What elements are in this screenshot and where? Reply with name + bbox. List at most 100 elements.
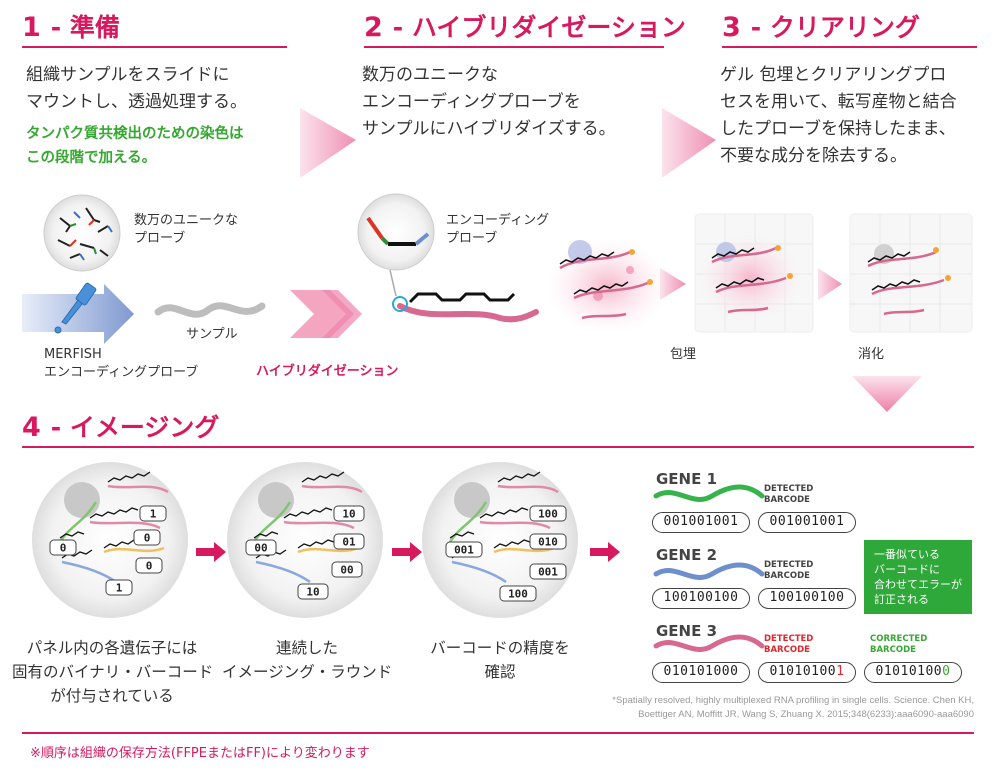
panel1-tag-b: 0 — [60, 542, 67, 555]
step2-line1: 数万のユニークな — [362, 65, 498, 85]
step1-line1: 組織サンプルをスライドに — [26, 65, 230, 85]
citation-line2: Boettiger AN, Moffitt JR, Wang S, Zhuang… — [638, 709, 974, 720]
gene3-measured-barcode: 010101000 — [652, 662, 750, 683]
panel3-tag-c: 001 — [454, 544, 474, 557]
gene2-detected-barcode: 100100100 — [758, 588, 856, 609]
step3-heading: - クリアリング — [750, 13, 920, 42]
step4-rule — [22, 446, 974, 448]
correction-note-line4: 訂正される — [874, 593, 929, 606]
gel-tissue — [546, 238, 670, 334]
gene1-wave — [653, 484, 765, 502]
citation: *Spatially resolved, highly multiplexed … — [612, 694, 974, 722]
sample-wave — [154, 302, 266, 318]
row1-illustrations — [22, 193, 973, 412]
panel1-tag-c: 0 — [144, 532, 151, 545]
label-embed: 包埋 — [670, 347, 697, 362]
gene3-detected-barcode: 010101001 — [758, 662, 856, 683]
label-encoding-line2: プローブ — [446, 231, 498, 246]
correction-note: 一番似ている バーコードに 合わせてエラーが 訂正される — [864, 540, 972, 614]
digest-box — [849, 213, 973, 333]
label-encoding-line1: エンコーディング — [446, 213, 550, 228]
step1-rule — [22, 46, 287, 48]
step4-number: 4 — [22, 412, 41, 443]
footer-rule — [22, 732, 974, 734]
correction-note-line2: バーコードに — [874, 563, 940, 576]
step2-title: 2- ハイブリダイゼーション — [364, 8, 686, 44]
step4-heading: - イメージング — [50, 413, 220, 442]
caption-panel2-line2: イメージング・ラウンド — [222, 663, 393, 681]
caption-panel3-line2: 確認 — [484, 663, 516, 681]
chevron-digest — [818, 268, 842, 300]
gene1-detected-barcode: 001001001 — [758, 512, 856, 533]
label-merfish-line2: エンコーディングプローブ — [44, 365, 199, 380]
panel1-tags: 1 0 0 0 1 — [49, 505, 167, 596]
step2-text: 数万のユニークな エンコーディングプローブを サンプルにハイブリダイズする。 — [362, 62, 616, 143]
imaging-circle-1 — [32, 462, 188, 618]
gene1-detected-label-line2: BARCODE — [764, 495, 810, 505]
caption-panel1-line3: が付与されている — [50, 687, 174, 705]
step3-title: 3 - クリアリング — [722, 8, 920, 44]
embed-box — [694, 213, 814, 333]
step1-text: 組織サンプルをスライドに マウントし、透過処理する。 — [26, 62, 247, 116]
step4-title: 4 - イメージング — [22, 408, 219, 444]
merfish-arrow — [22, 284, 134, 344]
gene3-corrected-barcode: 010101000 — [864, 662, 962, 683]
gene3-corrected-bit: 0 — [942, 664, 951, 679]
step1-line2: マウントし、透過処理する。 — [26, 92, 247, 112]
label-probes: 数万のユニークな プローブ — [134, 212, 238, 248]
caption-panel3-line1: バーコードの精度を — [430, 639, 570, 657]
footnote: ※順序は組織の保存方法(FFPEまたはFF)により変わります — [30, 746, 370, 761]
gene3-corrected-prefix: 01010100 — [875, 664, 943, 679]
caption-panel3: バーコードの精度を 確認 — [420, 636, 580, 684]
panel1-tag-e: 1 — [116, 582, 123, 595]
gene2-title: GENE 2 — [656, 546, 718, 564]
step3-line2: セスを用いて、転写産物と結合 — [720, 92, 957, 112]
step3-line4: 不要な成分を除去する。 — [720, 146, 907, 166]
panel2-tag-c: 00 — [254, 542, 267, 555]
citation-line1: *Spatially resolved, highly multiplexed … — [612, 695, 974, 706]
step1-heading: - 準備 — [50, 13, 120, 42]
gene3-detected-label: DETECTED BARCODE — [764, 634, 813, 656]
label-hybridization: ハイブリダイゼーション — [256, 364, 399, 379]
panel2-tag-a: 10 — [342, 508, 355, 521]
step1-green-line1: タンパク質共検出のための染色は — [26, 126, 244, 142]
step3-number: 3 — [722, 12, 741, 43]
caption-panel1-line2: 固有のバイナリ・バーコード — [12, 663, 214, 681]
label-encoding-probe: エンコーディング プローブ — [446, 212, 549, 248]
chevron-down-to-step4 — [852, 376, 922, 412]
panel2-tag-e: 10 — [306, 586, 319, 599]
gene3-corrected-label: CORRECTED BARCODE — [870, 634, 927, 656]
gene1-detected-label-line1: DETECTED — [764, 484, 814, 494]
gene1-measured-barcode: 001001001 — [652, 512, 750, 533]
panel1-tag-a: 1 — [150, 508, 157, 521]
step3-rule — [722, 46, 977, 48]
panel3-tag-e: 100 — [508, 588, 528, 601]
panel1-tag-d: 0 — [146, 560, 153, 573]
gene1-detected-label: DETECTED BARCODE — [764, 484, 813, 506]
panel3-tag-a: 100 — [538, 508, 558, 521]
label-probes-line2: プローブ — [134, 231, 186, 246]
step1-green-note: タンパク質共検出のための染色は この段階で加える。 — [26, 122, 244, 170]
panel3-tag-d: 001 — [538, 566, 558, 579]
probe-magnifier-2 — [357, 193, 435, 297]
step1-title: 1- 準備 — [22, 8, 120, 44]
gene3-detected-error-bit: 1 — [836, 664, 845, 679]
gene3-detected-label-line2: BARCODE — [764, 645, 810, 655]
gene3-corrected-label-line2: BARCODE — [870, 645, 916, 655]
gene3-corrected-label-line1: CORRECTED — [870, 634, 928, 644]
caption-panel1: パネル内の各遺伝子には 固有のバイナリ・バーコード が付与されている — [12, 636, 214, 708]
step3-text: ゲル 包埋とクリアリングプロ セスを用いて、転写産物と結合 したプローブを保持し… — [720, 62, 957, 170]
probe-on-rna — [392, 292, 539, 323]
correction-note-line1: 一番似ている — [874, 548, 940, 561]
label-digest: 消化 — [858, 347, 885, 362]
correction-note-line3: 合わせてエラーが — [874, 578, 962, 591]
imaging-arrows — [196, 542, 620, 562]
gene3-wave — [653, 634, 765, 652]
step3-line1: ゲル 包埋とクリアリングプロ — [720, 65, 947, 85]
gene1-title: GENE 1 — [656, 470, 718, 488]
gene2-measured-barcode: 100100100 — [652, 588, 750, 609]
chevron-step1-to-2 — [300, 108, 356, 178]
probe-magnifier-1 — [43, 194, 121, 272]
hybridization-chevron — [290, 290, 362, 338]
gene2-detected-label-line1: DETECTED — [764, 560, 814, 570]
